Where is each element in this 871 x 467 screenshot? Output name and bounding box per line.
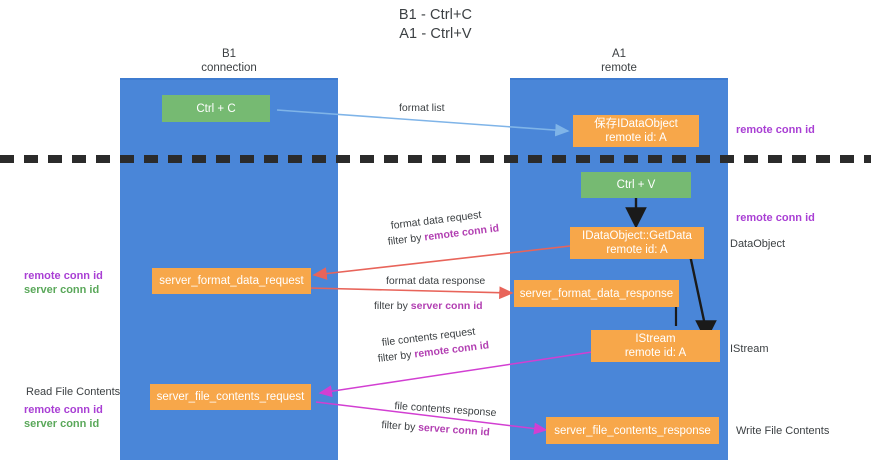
edge-label-format-data-response-filter: filter by server conn id (374, 299, 483, 313)
annotation-left-remote-conn-id-1: remote conn id (24, 270, 103, 282)
box-istream-line-2: remote id: A (624, 347, 687, 359)
box-idataobject-getdata[interactable]: IDataObject::GetData remote id: A (570, 227, 704, 259)
box-save-idataobject[interactable]: 保存IDataObject remote id: A (573, 115, 699, 147)
box-ctrl-v[interactable]: Ctrl + V (581, 172, 691, 198)
edge-label-format-data-response-filter-prefix: filter by (374, 300, 411, 312)
box-server-format-data-response-label: server_format_data_response (519, 287, 674, 300)
column-header-a1-sub: remote (601, 61, 637, 74)
column-header-b1: B1 connection (120, 48, 338, 75)
box-server-format-data-request[interactable]: server_format_data_request (152, 268, 311, 294)
edge-label-file-contents-response-filter-prefix: filter by (381, 418, 419, 434)
column-header-a1-name: A1 (611, 48, 627, 60)
column-header-b1-name: B1 (221, 48, 237, 60)
connector-getdata-to-istream (688, 254, 717, 342)
diagram-title-line-1: B1 - Ctrl+C (398, 7, 473, 23)
diagram-title: B1 - Ctrl+C A1 - Ctrl+V (0, 6, 871, 44)
annotation-remote-conn-id-mid: remote conn id (736, 212, 815, 224)
edge-label-format-data-response-filter-key: server conn id (410, 300, 483, 312)
box-server-format-data-response[interactable]: server_format_data_response (514, 280, 679, 307)
annotation-istream: IStream (730, 343, 769, 355)
edge-label-format-list: format list (399, 102, 445, 114)
box-ctrl-c[interactable]: Ctrl + C (162, 95, 270, 122)
annotation-remote-conn-id-top: remote conn id (736, 124, 815, 136)
diagram-title-line-2: A1 - Ctrl+V (399, 26, 472, 42)
connector-file-contents-response (315, 401, 548, 435)
box-server-file-contents-response[interactable]: server_file_contents_response (546, 417, 719, 444)
box-save-idataobject-line-2: remote id: A (605, 132, 667, 144)
box-istream[interactable]: IStream remote id: A (591, 330, 720, 362)
annotation-left-server-conn-id-1: server conn id (24, 284, 100, 296)
box-save-idataobject-line-1: 保存IDataObject (594, 118, 678, 130)
box-server-file-contents-request[interactable]: server_file_contents_request (150, 384, 311, 410)
annotation-left-remote-conn-id-2: remote conn id (24, 404, 103, 416)
box-ctrl-c-label: Ctrl + C (196, 102, 236, 115)
box-server-format-data-request-label: server_format_data_request (159, 275, 304, 287)
box-ctrl-v-label: Ctrl + V (616, 179, 656, 191)
swimlane-a1-top-edge (510, 78, 728, 80)
box-istream-line-1: IStream (635, 333, 676, 345)
connector-format-data-response (309, 286, 514, 300)
annotation-left-server-conn-id-2: server conn id (24, 418, 100, 430)
box-server-file-contents-request-label: server_file_contents_request (156, 391, 305, 403)
box-idataobject-getdata-line-2: remote id: A (606, 244, 668, 256)
annotation-read-file-contents: Read File Contents (26, 386, 121, 398)
connector-format-list (276, 109, 570, 137)
column-header-a1: A1 remote (510, 48, 728, 75)
box-server-file-contents-response-label: server_file_contents_response (554, 424, 711, 437)
annotation-dataobject: DataObject (730, 238, 786, 250)
box-idataobject-getdata-line-1: IDataObject::GetData (582, 230, 692, 242)
connector-format-data-request (312, 245, 571, 280)
column-header-b1-sub: connection (201, 61, 257, 74)
edge-label-format-data-response: format data response (386, 275, 486, 287)
connector-file-contents-request (318, 351, 593, 398)
annotation-write-file-contents: Write File Contents (736, 425, 830, 437)
swimlane-b1-top-edge (120, 78, 338, 80)
phase-divider (0, 155, 871, 163)
